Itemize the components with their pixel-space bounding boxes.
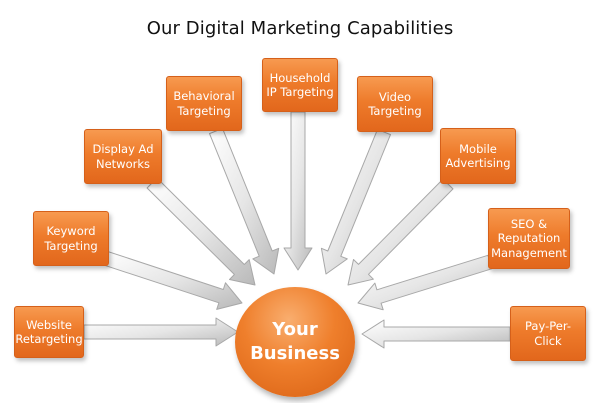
arrow-video-targeting bbox=[320, 128, 391, 275]
capability-behavioral-targeting: Behavioral Targeting bbox=[166, 76, 242, 131]
hub-your-business: Your Business bbox=[235, 287, 355, 397]
arrow-seo-reputation-management bbox=[357, 254, 493, 311]
capability-keyword-targeting: Keyword Targeting bbox=[33, 211, 109, 266]
capability-display-ad-networks: Display Ad Networks bbox=[84, 129, 162, 184]
capability-website-retargeting: Website Retargeting bbox=[14, 306, 84, 358]
arrow-keyword-targeting bbox=[102, 250, 243, 310]
arrow-mobile-advertising bbox=[347, 178, 454, 286]
capability-seo-reputation-management: SEO & Reputation Management bbox=[488, 208, 570, 269]
arrow-website-retargeting bbox=[83, 317, 239, 347]
arrow-pay-per-click bbox=[361, 319, 511, 349]
capability-mobile-advertising: Mobile Advertising bbox=[440, 128, 516, 184]
capability-household-ip-targeting: Household IP Targeting bbox=[262, 58, 338, 112]
arrow-display-ad-networks bbox=[146, 177, 256, 286]
arrow-household-ip-targeting bbox=[283, 111, 313, 271]
capability-video-targeting: Video Targeting bbox=[357, 76, 433, 132]
capability-pay-per-click: Pay-Per- Click bbox=[510, 306, 586, 361]
diagram-title: Our Digital Marketing Capabilities bbox=[146, 18, 454, 39]
arrow-behavioral-targeting bbox=[209, 127, 280, 275]
